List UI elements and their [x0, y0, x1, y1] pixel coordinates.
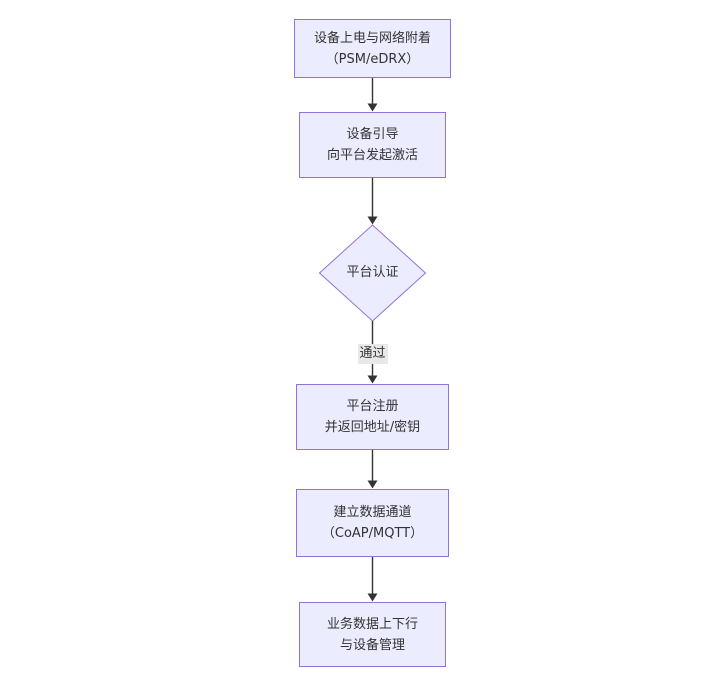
node-data-channel: 建立数据通道 （CoAP/MQTT）	[296, 489, 449, 557]
edge-label-pass: 通过	[357, 344, 388, 364]
node-text-line: 向平台发起激活	[326, 148, 418, 163]
node-platform-register: 平台注册 并返回地址/密钥	[296, 384, 449, 450]
node-bootstrap: 设备引导 向平台发起激活	[299, 112, 446, 178]
node-text-line: 设备引导	[346, 127, 399, 142]
arrowhead-icon	[367, 103, 378, 112]
node-text-line: 建立数据通道	[333, 505, 412, 520]
node-text-line: 与设备管理	[339, 637, 405, 653]
arrowhead-icon	[367, 375, 378, 384]
node-auth-decision-label: 平台认证	[346, 265, 399, 280]
node-power-attach: 设备上电与网络附着 （PSM/eDRX）	[294, 19, 451, 78]
arrowhead-icon	[367, 480, 378, 489]
node-text-line: 业务数据上下行	[326, 616, 418, 632]
node-text-line: （CoAP/MQTT）	[321, 526, 424, 541]
arrowhead-icon	[367, 593, 378, 602]
node-text-line: （PSM/eDRX）	[325, 51, 420, 67]
node-business-data: 业务数据上下行 与设备管理	[299, 602, 446, 667]
arrowhead-icon	[367, 216, 378, 225]
node-text-line: 平台注册	[346, 399, 399, 414]
node-text-line: 并返回地址/密钥	[324, 420, 421, 435]
node-text-line: 设备上电与网络附着	[313, 30, 431, 46]
